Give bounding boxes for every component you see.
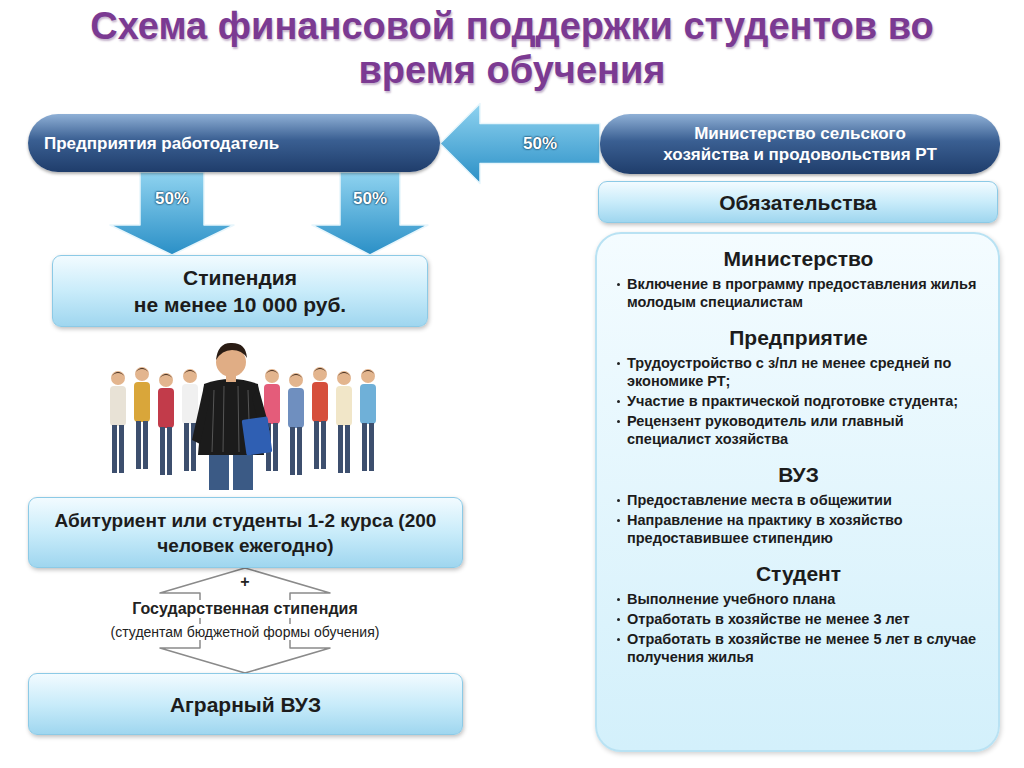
node-text: Министерство сельского хозяйства и продо…: [650, 123, 950, 165]
block-arrow: [110, 172, 234, 255]
plus-sign: +: [238, 574, 251, 590]
illustration-part: [223, 386, 224, 452]
illustration-part: [192, 386, 210, 444]
applicants-box: Абитуриент или студенты 1-2 курса (200 ч…: [28, 497, 463, 568]
percent-label: 50%: [523, 134, 557, 154]
block-arrow: [440, 104, 600, 184]
bullet-dot: [617, 499, 620, 502]
bullet-text: Рецензент руководитель или главный специ…: [627, 413, 904, 447]
university-box: Аграрный ВУЗ: [28, 673, 463, 735]
bullet-text: Отработать в хозяйстве не менее 5 лет в …: [627, 631, 976, 665]
section-heading: ВУЗ: [615, 462, 982, 488]
bullet-item: Отработать в хозяйстве не менее 5 лет в …: [615, 630, 982, 666]
illustration-part: [233, 450, 253, 490]
stipend-box: Стипендияне менее 10 000 руб.: [52, 255, 428, 327]
bullet-text: Участие в практической подготовке студен…: [627, 393, 958, 409]
illustration-part: [312, 367, 328, 469]
illustration-part: [360, 369, 376, 471]
node-text: не менее 10 000 руб.: [134, 291, 346, 318]
bullet-item: Выполнение учебного плана: [615, 590, 982, 608]
bullet-text: Включение в программу предоставления жил…: [627, 276, 976, 310]
bullet-dot: [617, 420, 620, 423]
illustration-part: [212, 390, 214, 452]
illustration-part: [238, 386, 239, 452]
bullet-dot: [617, 283, 620, 286]
illustration-part: [226, 374, 236, 382]
illustration-part: [216, 343, 247, 360]
double-arrow: [160, 568, 330, 673]
illustration-part: [110, 371, 126, 473]
bullet-item: Участие в практической подготовке студен…: [615, 392, 982, 410]
bullet-text: Направление на практику в хозяйство пред…: [627, 512, 903, 546]
bullet-text: Отработать в хозяйстве не менее 3 лет: [627, 611, 909, 627]
bullet-dot: [617, 638, 620, 641]
bullet-item: Направление на практику в хозяйство пред…: [615, 511, 982, 547]
employer-band: Предприятия работодатель: [28, 114, 440, 172]
percent-label: 50%: [353, 189, 387, 209]
bullet-dot: [617, 362, 620, 365]
bullet-item: Отработать в хозяйстве не менее 3 лет: [615, 610, 982, 628]
diagram-title: Схема финансовой поддержки студентов во …: [87, 4, 937, 92]
node-text: Абитуриент или студенты 1-2 курса (200 ч…: [41, 508, 450, 558]
state-stipend-label: Государственная стипендия: [128, 600, 361, 618]
illustration-part: [242, 416, 273, 455]
bullet-item: Включение в программу предоставления жил…: [615, 275, 982, 311]
block-arrow: [312, 172, 428, 255]
illustration-part: [288, 373, 304, 475]
bullet-item: Рецензент руководитель или главный специ…: [615, 412, 982, 448]
illustration-part: [134, 367, 150, 469]
obligations-box: Обязательства: [598, 181, 998, 223]
illustration-part: [158, 373, 174, 475]
node-text: Стипендия: [183, 264, 297, 291]
bullet-text: Трудоустройство с з/пл не менее средней …: [627, 355, 951, 389]
illustration-part: [182, 369, 198, 471]
node-text: Обязательства: [719, 189, 877, 216]
section-heading: Министерство: [615, 246, 982, 272]
bullet-dot: [617, 598, 620, 601]
node-text: Аграрный ВУЗ: [170, 691, 321, 718]
illustration-part: [336, 371, 352, 473]
central-student: [192, 343, 272, 490]
bullet-text: Предоставление места в общежитии: [627, 492, 892, 508]
obligations-panel: МинистерствоВключение в программу предос…: [595, 232, 1000, 752]
percent-label: 50%: [155, 189, 189, 209]
bullet-dot: [617, 400, 620, 403]
bullet-dot: [617, 618, 620, 621]
budget-note-label: (студентам бюджетной формы обучения): [107, 624, 384, 640]
illustration-part: [209, 450, 229, 490]
bullet-item: Предоставление места в общежитии: [615, 491, 982, 509]
node-text: Предприятия работодатель: [44, 133, 279, 154]
section-heading: Предприятие: [615, 325, 982, 351]
bullet-text: Выполнение учебного плана: [627, 591, 835, 607]
bullet-item: Трудоустройство с з/пл не менее средней …: [615, 354, 982, 390]
bullet-dot: [617, 519, 620, 522]
section-heading: Студент: [615, 561, 982, 587]
ministry-band: Министерство сельского хозяйства и продо…: [600, 114, 1000, 174]
